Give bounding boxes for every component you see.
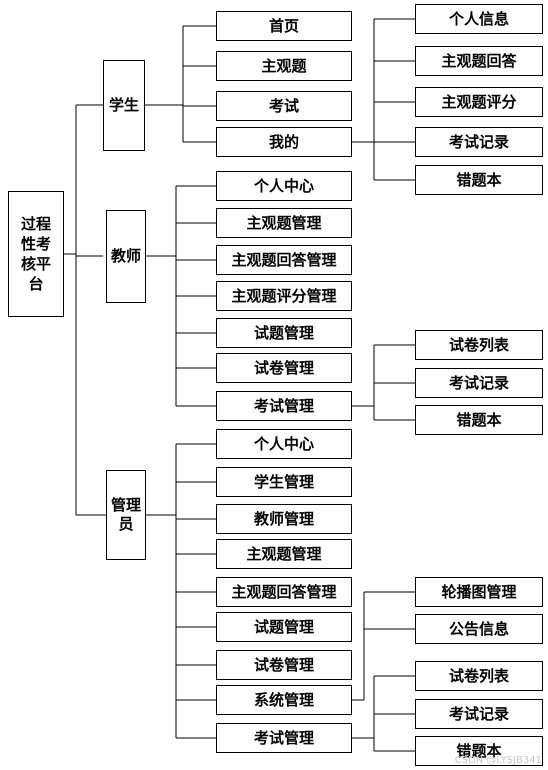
node-teacher-paper-list: 试卷列表 (415, 330, 543, 360)
node-student-home: 首页 (216, 11, 352, 41)
node-admin-exam-records: 考试记录 (415, 699, 543, 729)
node-teacher-exam-mgmt: 考试管理 (216, 391, 352, 421)
node-teacher-profile: 个人中心 (216, 171, 352, 201)
node-admin-carousel-mgmt: 轮播图管理 (415, 577, 543, 607)
node-admin-profile: 个人中心 (216, 429, 352, 459)
node-teacher: 教师 (106, 210, 146, 303)
node-admin-student-mgmt: 学生管理 (216, 467, 352, 497)
node-teacher-paper-mgmt: 试卷管理 (216, 353, 352, 383)
node-mine-exam-records: 考试记录 (415, 127, 543, 157)
node-teacher-exam-records: 考试记录 (415, 368, 543, 398)
node-student-subjective: 主观题 (216, 51, 352, 81)
node-admin-paper-mgmt: 试卷管理 (216, 650, 352, 680)
node-teacher-wrong-book: 错题本 (415, 405, 543, 435)
node-admin-subjective-mgmt: 主观题管理 (216, 539, 352, 569)
node-student-mine: 我的 (216, 127, 352, 157)
node-admin-answer-mgmt: 主观题回答管理 (216, 577, 352, 607)
node-admin-question-mgmt: 试题管理 (216, 612, 352, 642)
node-admin-paper-list: 试卷列表 (415, 661, 543, 691)
watermark: CSDN @LYSJB341 (454, 755, 542, 766)
node-teacher-answer-mgmt: 主观题回答管理 (216, 245, 352, 275)
node-teacher-score-mgmt: 主观题评分管理 (216, 281, 352, 311)
node-student-exam: 考试 (216, 91, 352, 121)
node-admin-teacher-mgmt: 教师管理 (216, 504, 352, 534)
node-teacher-subjective-mgmt: 主观题管理 (216, 208, 352, 238)
node-mine-profile: 个人信息 (415, 4, 543, 34)
node-teacher-question-mgmt: 试题管理 (216, 318, 352, 348)
node-mine-answers: 主观题回答 (415, 46, 543, 76)
node-mine-wrong-book: 错题本 (415, 165, 543, 195)
node-admin-wrong-book: 错题本 (415, 736, 543, 766)
node-admin-exam-mgmt: 考试管理 (216, 723, 352, 753)
node-admin-system-mgmt: 系统管理 (216, 685, 352, 715)
node-student: 学生 (103, 60, 145, 151)
node-root: 过程性考核平台 (8, 191, 64, 317)
node-admin: 管理员 (106, 470, 146, 560)
node-admin-notice-info: 公告信息 (415, 614, 543, 644)
node-mine-scores: 主观题评分 (415, 87, 543, 117)
